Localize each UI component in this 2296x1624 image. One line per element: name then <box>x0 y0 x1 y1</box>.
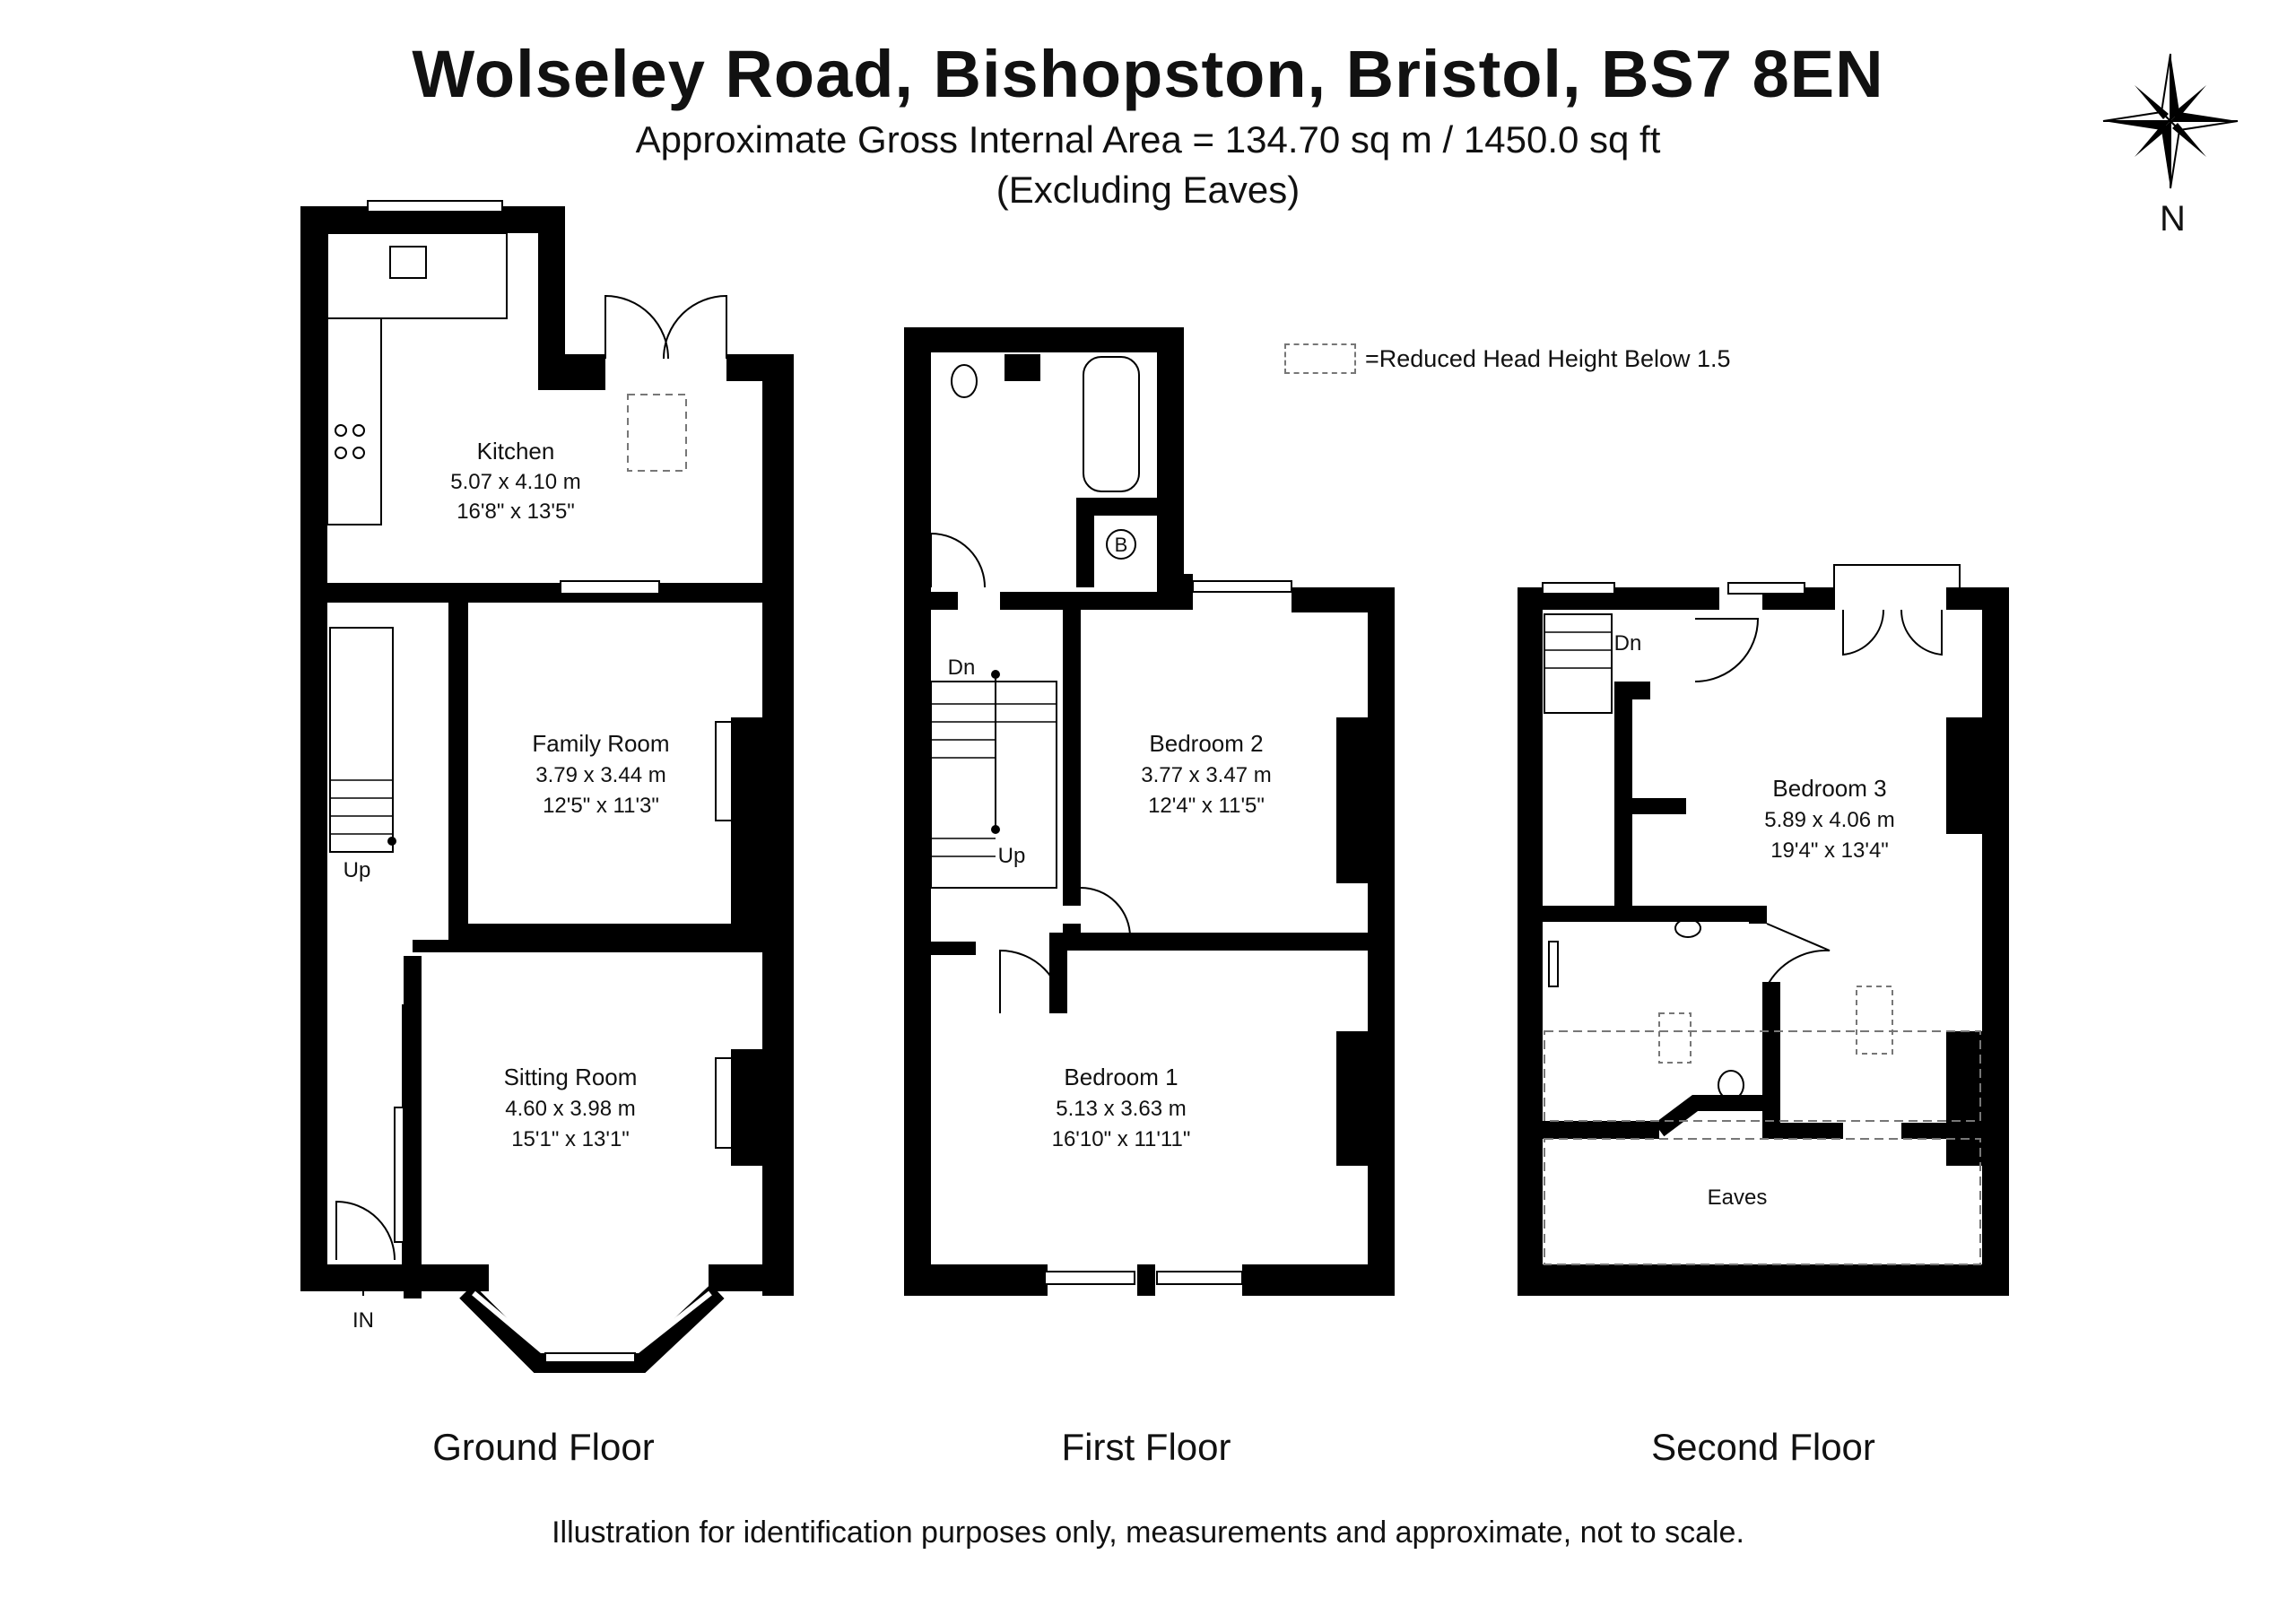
bedroom-2-metric: 3.77 x 3.47 m <box>1141 763 1271 787</box>
entrance-arrow-icon <box>355 1276 371 1296</box>
entrance-label: IN <box>352 1308 374 1333</box>
legend: =Reduced Head Height Below 1.5 <box>1284 341 1731 377</box>
family-room-imperial: 12'5" x 11'3" <box>543 794 659 818</box>
first-floor-label: First Floor <box>1061 1426 1231 1468</box>
second-floor-label: Second Floor <box>1651 1426 1875 1468</box>
gross-area: Approximate Gross Internal Area = 134.70… <box>635 118 1661 161</box>
sitting-room-name: Sitting Room <box>504 1064 638 1090</box>
gf-stairs-up-label: Up <box>344 858 371 882</box>
bedroom-1-imperial: 16'10" x 11'11" <box>1052 1127 1191 1151</box>
bedroom-3-metric: 5.89 x 4.06 m <box>1764 808 1894 832</box>
sitting-room-imperial: 15'1" x 13'1" <box>511 1127 630 1151</box>
eaves-label: Eaves <box>1708 1185 1768 1210</box>
bedroom-1-metric: 5.13 x 3.63 m <box>1056 1097 1186 1121</box>
ground-floor-label: Ground Floor <box>432 1426 655 1468</box>
page-title: Wolseley Road, Bishopston, Bristol, BS7 … <box>412 37 1884 111</box>
kitchen-imperial: 16'8" x 13'5" <box>457 499 575 524</box>
ground-floor-plan <box>300 200 794 1373</box>
reduced-height-swatch <box>1284 343 1356 374</box>
compass-icon <box>2102 53 2239 189</box>
second-floor-plan <box>1518 564 2009 1296</box>
bedroom-2-name: Bedroom 2 <box>1149 730 1263 757</box>
bedroom-3-name: Bedroom 3 <box>1772 775 1886 802</box>
boiler-label: B <box>1115 534 1128 556</box>
ff-stairs-up-label: Up <box>998 844 1026 868</box>
first-floor-plan <box>904 327 1395 1296</box>
compass-north-label: N <box>2160 199 2186 239</box>
gf-east-wall <box>762 354 794 1296</box>
area-note: (Excluding Eaves) <box>996 169 1300 211</box>
sitting-room-metric: 4.60 x 3.98 m <box>505 1097 635 1121</box>
sf-stairs-down-label: Dn <box>1614 631 1642 656</box>
legend-text: =Reduced Head Height Below 1.5 <box>1365 344 1731 372</box>
gf-west-wall <box>300 206 327 1291</box>
disclaimer: Illustration for identification purposes… <box>552 1515 1744 1550</box>
bedroom-1-name: Bedroom 1 <box>1064 1064 1178 1090</box>
family-room-name: Family Room <box>532 730 669 757</box>
kitchen-metric: 5.07 x 4.10 m <box>450 470 580 494</box>
family-room-metric: 3.79 x 3.44 m <box>535 763 665 787</box>
bedroom-3-imperial: 19'4" x 13'4" <box>1770 838 1889 863</box>
bedroom-2-imperial: 12'4" x 11'5" <box>1148 794 1265 818</box>
ff-stairs-down-label: Dn <box>948 656 976 680</box>
kitchen-name: Kitchen <box>477 438 555 465</box>
